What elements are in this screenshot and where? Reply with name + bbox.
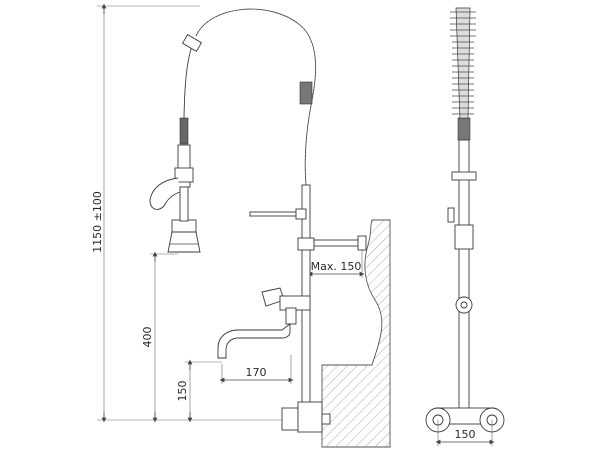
spray-head-collar: [171, 219, 197, 233]
wall-bracket: [297, 237, 315, 251]
coil-band: [299, 81, 313, 105]
faucet-front-view: [149, 8, 367, 433]
spray-height-dimension: 400: [141, 251, 178, 423]
swivel-spout: [217, 323, 291, 359]
arm-reach-label: Max. 150: [311, 260, 362, 273]
inlet-spacing-label: 150: [455, 428, 476, 441]
faucet-side-view: [425, 7, 505, 433]
side-bracket: [454, 224, 474, 250]
wall-section: [321, 219, 391, 448]
spout-reach-label: 170: [246, 366, 267, 379]
spray-head: [167, 231, 201, 253]
spout-height-dimension: 150: [176, 359, 222, 423]
spring-cap: [181, 34, 203, 52]
swivel-arm: [249, 211, 303, 217]
spout-reach-dimension: 170: [219, 355, 294, 384]
inlet-spacing-dimension: 150: [435, 420, 495, 446]
total-height-dimension: 1150 ±100: [91, 3, 300, 423]
side-coil-spring: [450, 11, 476, 115]
total-height-label: 1150 ±100: [91, 191, 104, 253]
spout-height-label: 150: [176, 381, 189, 402]
mixer-body: [297, 401, 323, 433]
left-inlet: [281, 407, 299, 431]
spray-height-label: 400: [141, 327, 154, 348]
arm-reach-dimension: Max. 150: [307, 248, 365, 278]
side-riser: [458, 139, 470, 411]
spray-lever: [149, 177, 181, 210]
hose-grip: [179, 117, 189, 145]
coil-spring: [195, 8, 316, 186]
